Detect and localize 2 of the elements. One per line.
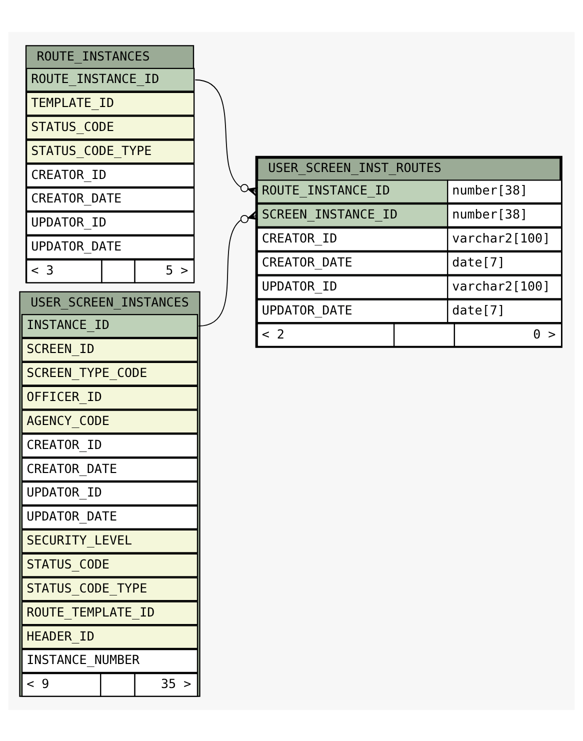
connector xyxy=(194,78,258,196)
connector xyxy=(198,210,258,326)
